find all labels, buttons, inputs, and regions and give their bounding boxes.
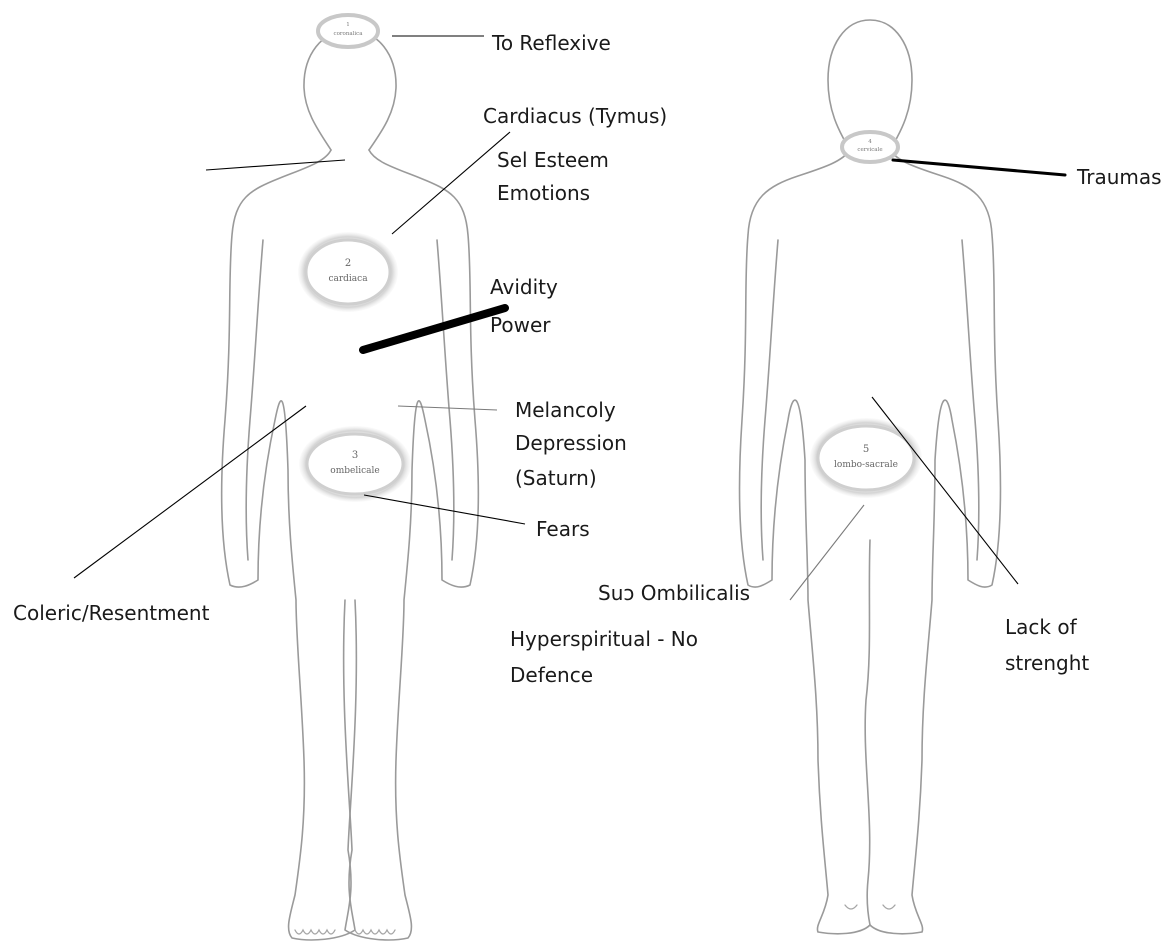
label-coleric-resentment: Coleric/Resentment bbox=[13, 598, 209, 629]
chakra-1-number: 1 bbox=[346, 22, 350, 28]
label-emotions: Emotions bbox=[497, 178, 590, 209]
label-strenght: strenght bbox=[1005, 648, 1089, 679]
label-defence: Defence bbox=[510, 660, 593, 691]
leader-avidity bbox=[363, 308, 505, 350]
label-melancoly: Melancoly bbox=[515, 395, 616, 426]
label-depression: Depression bbox=[515, 428, 627, 459]
back-body-right-outline bbox=[870, 150, 1000, 934]
chakra-4-number: 4 bbox=[868, 139, 872, 145]
leader-coleric bbox=[74, 406, 306, 578]
chakra-2-number: 2 bbox=[345, 258, 351, 269]
chakra-5-number: 5 bbox=[863, 444, 869, 455]
label-power: Power bbox=[490, 310, 550, 341]
chakra-2-marker: 2 cardiaca bbox=[298, 232, 398, 312]
label-saturn: (Saturn) bbox=[515, 463, 597, 494]
label-cardiacus: Cardiacus (Tymus) bbox=[483, 101, 667, 132]
chakra-4-name: cervicale bbox=[857, 147, 882, 153]
leader-fears bbox=[364, 495, 525, 524]
label-traumas: Traumas bbox=[1077, 162, 1162, 193]
back-right-heel bbox=[883, 905, 895, 909]
leader-melancoly bbox=[398, 406, 497, 410]
label-hyperspiritual: Hyperspiritual - No bbox=[510, 624, 698, 655]
back-leg-divide bbox=[865, 540, 870, 925]
chakra-5-name: lombo-sacrale bbox=[834, 460, 898, 470]
label-avidity: Avidity bbox=[490, 272, 558, 303]
back-body-left-outline bbox=[740, 150, 870, 934]
leader-sub-ombilicalis bbox=[790, 505, 864, 600]
chakra-1-marker: 1 coronalica bbox=[318, 15, 378, 47]
chakra-4-marker: 4 cervicale bbox=[842, 132, 898, 162]
chakra-3-name: ombelicale bbox=[330, 466, 379, 476]
chakra-3-number: 3 bbox=[352, 450, 358, 461]
label-fears: Fears bbox=[536, 514, 590, 545]
leader-neck bbox=[206, 160, 345, 170]
chakra-2-name: cardiaca bbox=[328, 274, 368, 284]
chakra-1-name: coronalica bbox=[333, 31, 363, 37]
chakra-3-marker: 3 ombelicale bbox=[299, 426, 411, 502]
chakra-5-marker: 5 lombo-sacrale bbox=[810, 418, 922, 498]
front-right-toes bbox=[355, 930, 395, 934]
label-sub-ombilicalis: Suɔ Ombilicalis bbox=[598, 578, 750, 609]
label-to-reflexive: To Reflexive bbox=[492, 28, 611, 59]
label-lack-of: Lack of bbox=[1005, 612, 1077, 643]
label-self-esteem: Sel Esteem bbox=[497, 145, 609, 176]
back-left-heel bbox=[845, 905, 857, 909]
front-left-toes bbox=[295, 930, 335, 934]
leader-cardiacus bbox=[392, 132, 510, 234]
